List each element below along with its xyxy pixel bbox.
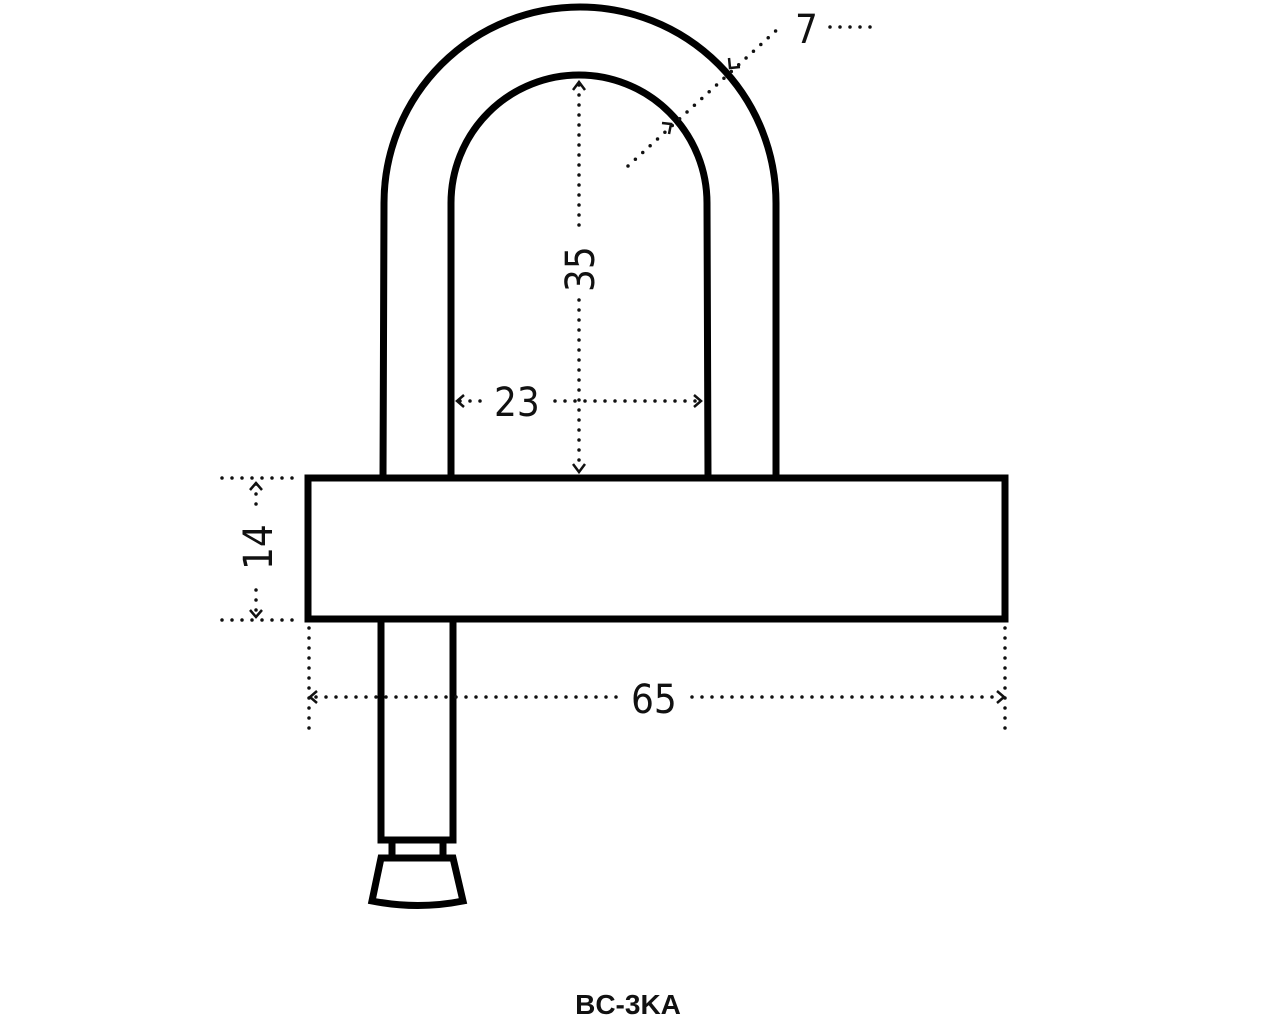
dimension-label-35: 35	[558, 246, 604, 292]
dimension-inner-width: 23	[455, 380, 703, 426]
dimension-label-65: 65	[631, 677, 677, 723]
dimension-label-7: 7	[795, 7, 818, 53]
shackle-outer	[379, 3, 780, 479]
dimension-label-14: 14	[236, 524, 282, 570]
shank-foot	[367, 854, 468, 909]
lower-shank	[377, 615, 457, 844]
dimension-body-width: 65	[307, 626, 1007, 734]
dimension-label-23: 23	[494, 380, 540, 426]
shackle-inner	[447, 71, 712, 479]
dimension-inner-height: 35	[558, 79, 604, 475]
dimension-body-height: 14	[220, 476, 302, 622]
model-label: BC-3KA	[575, 989, 681, 1020]
dimension-shackle-thickness: 7	[626, 7, 874, 168]
lock-body	[304, 474, 1009, 623]
